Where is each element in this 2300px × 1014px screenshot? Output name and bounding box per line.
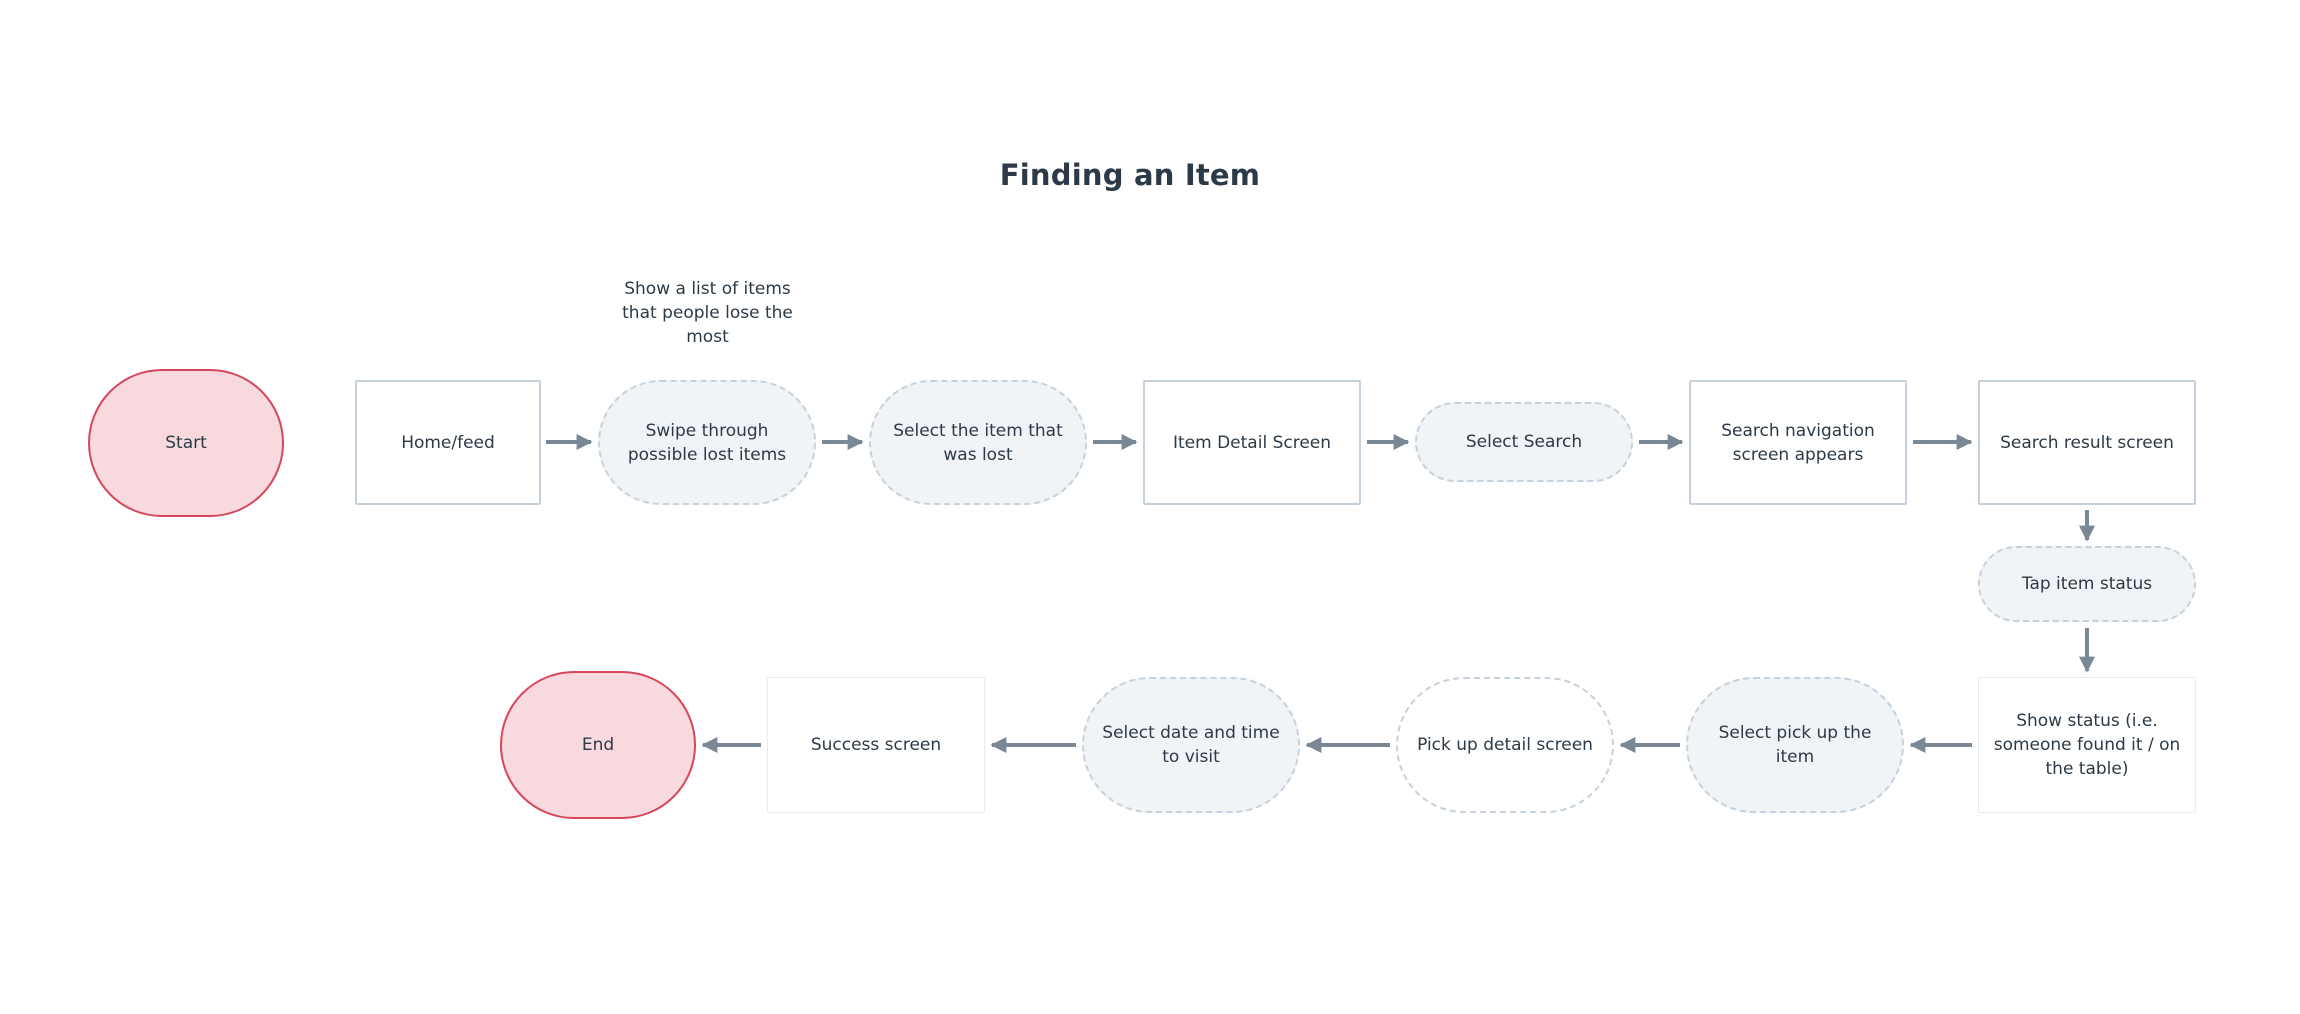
search-navigation-screen[interactable]: Search navigation screen appears bbox=[1689, 380, 1907, 505]
select-date-time-action[interactable]: Select date and time to visit bbox=[1082, 677, 1300, 813]
start-node[interactable]: Start bbox=[88, 369, 284, 517]
diagram-title: Finding an Item bbox=[999, 158, 1261, 192]
end-node[interactable]: End bbox=[500, 671, 696, 819]
annotation-most-lost-items: Show a list of items that people lose th… bbox=[622, 279, 793, 347]
show-status-screen[interactable]: Show status (i.e. someone found it / on … bbox=[1978, 677, 2196, 813]
search-result-label: Search result screen bbox=[2000, 432, 2174, 453]
search-navigation-label: Search navigation screen appears bbox=[1721, 420, 1875, 465]
pickup-detail-label: Pick up detail screen bbox=[1417, 735, 1593, 755]
select-search-label: Select Search bbox=[1465, 432, 1583, 452]
select-pickup-label: Select pick up the item bbox=[1718, 723, 1872, 767]
swipe-items-label: Swipe through possible lost items bbox=[627, 420, 787, 465]
select-search-action[interactable]: Select Search bbox=[1415, 402, 1633, 482]
item-detail-label: Item Detail Screen bbox=[1172, 432, 1332, 453]
show-status-label: Show status (i.e. someone found it / on … bbox=[1993, 711, 2181, 779]
search-result-screen[interactable]: Search result screen bbox=[1978, 380, 2196, 505]
tap-item-status-action[interactable]: Tap item status bbox=[1978, 546, 2196, 622]
end-label: End bbox=[581, 735, 615, 755]
select-pickup-action[interactable]: Select pick up the item bbox=[1686, 677, 1904, 813]
swipe-items-action[interactable]: Swipe through possible lost items bbox=[598, 380, 816, 505]
home-feed-label: Home/feed bbox=[401, 432, 495, 453]
item-detail-screen[interactable]: Item Detail Screen bbox=[1143, 380, 1361, 505]
success-screen[interactable]: Success screen bbox=[767, 677, 985, 813]
success-label: Success screen bbox=[810, 735, 942, 755]
tap-item-status-label: Tap item status bbox=[2021, 574, 2153, 594]
select-date-time-label: Select date and time to visit bbox=[1102, 723, 1280, 767]
select-lost-item-action[interactable]: Select the item that was lost bbox=[869, 380, 1087, 505]
home-feed-screen[interactable]: Home/feed bbox=[355, 380, 541, 505]
select-lost-item-label: Select the item that was lost bbox=[893, 420, 1063, 465]
start-label: Start bbox=[165, 433, 207, 453]
pickup-detail-action[interactable]: Pick up detail screen bbox=[1396, 677, 1614, 813]
